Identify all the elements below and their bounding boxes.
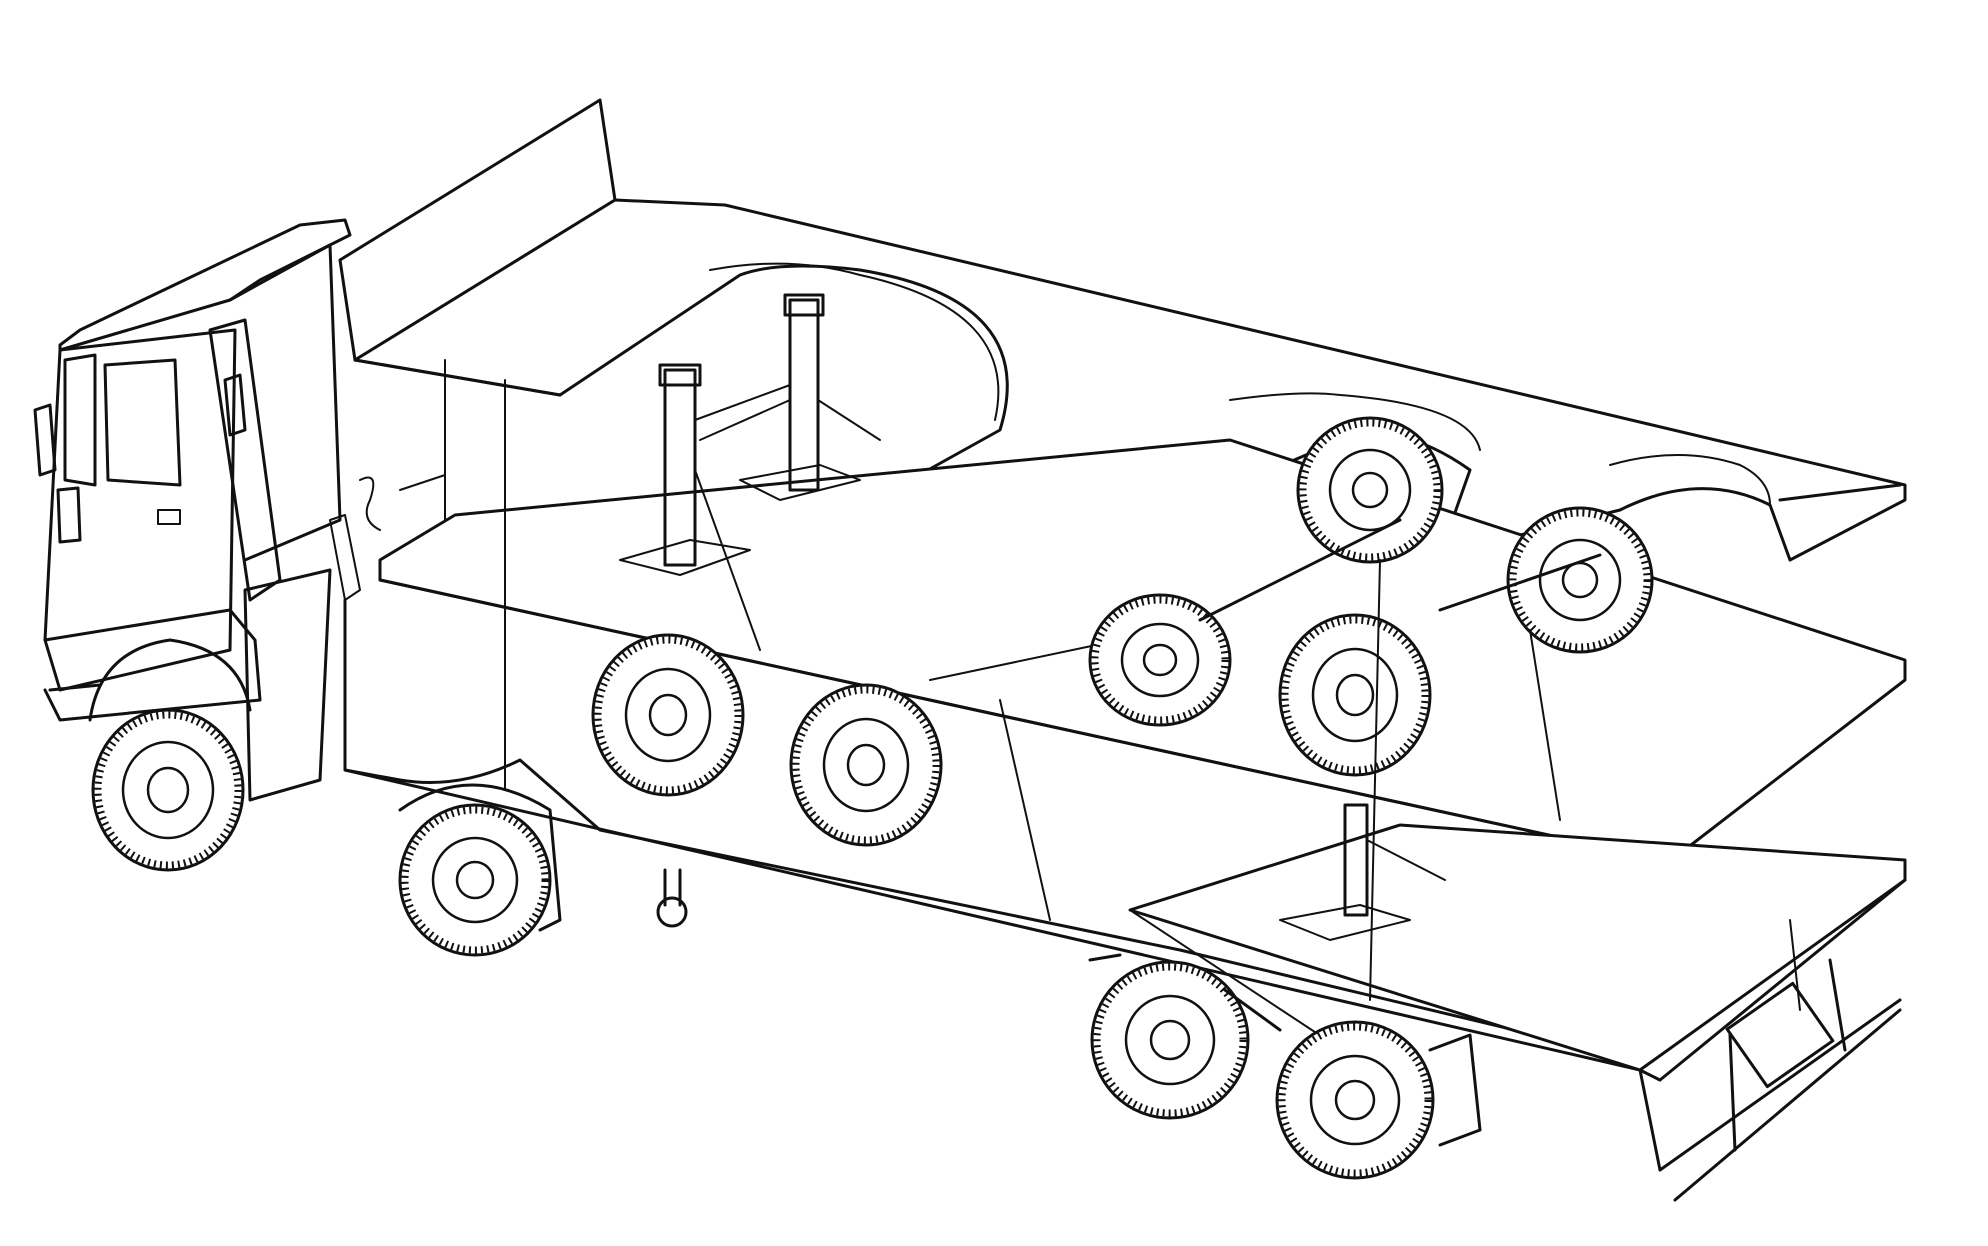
wheel xyxy=(591,633,745,797)
lower-deck xyxy=(343,359,1907,1202)
wheel xyxy=(1090,960,1250,1120)
wheel xyxy=(789,683,943,847)
wheel xyxy=(1506,506,1654,654)
truck-cab xyxy=(33,218,446,802)
wheel xyxy=(88,638,252,872)
wheel xyxy=(1296,416,1444,564)
wheel xyxy=(398,783,562,957)
wheel xyxy=(1275,1020,1482,1180)
wheel xyxy=(1088,593,1232,727)
wheel xyxy=(1278,613,1432,777)
upper-deck xyxy=(338,98,1907,562)
